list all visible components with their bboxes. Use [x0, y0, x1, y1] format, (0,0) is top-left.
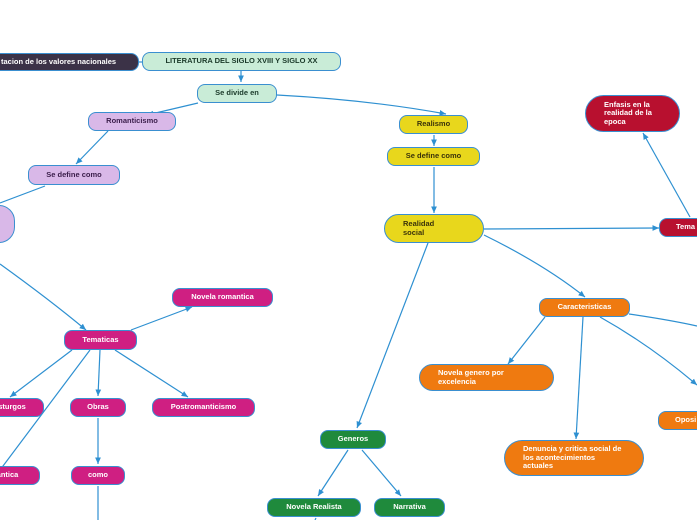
- romanticismo-define-node[interactable]: Se define como: [28, 165, 120, 185]
- costumbristas-node[interactable]: sturgos: [0, 398, 44, 417]
- generos-node[interactable]: Generos: [320, 430, 386, 449]
- edge-caract-denuncia: [573, 316, 584, 440]
- edge-caract-right: [628, 313, 697, 327]
- edge-caract-novela: [507, 316, 546, 365]
- caracteristicas-node[interactable]: Caracteristicas: [539, 298, 630, 317]
- edge-realidad-caracteristicas: [483, 234, 586, 298]
- edge-divide-realismo: [276, 94, 447, 116]
- obras-node[interactable]: Obras: [70, 398, 126, 417]
- edge-caract-oposicion: [599, 316, 697, 386]
- realismo-define-node[interactable]: Se define como: [387, 147, 480, 166]
- postromanticismo-node[interactable]: Postromanticismo: [152, 398, 255, 417]
- edge-tema-enfasis: [642, 132, 691, 218]
- realismo-node[interactable]: Realismo: [399, 115, 468, 134]
- edge-define-left: [0, 185, 46, 204]
- tematicas-node[interactable]: Tematicas: [64, 330, 137, 350]
- se-divide-en-node[interactable]: Se divide en: [197, 84, 277, 103]
- novela-romantica-node[interactable]: Novela romantica: [172, 288, 273, 307]
- oposicion-node[interactable]: Oposi: [658, 411, 697, 430]
- tema-node[interactable]: Tema: [659, 218, 697, 237]
- edge-realidad-generos: [356, 242, 429, 429]
- edge-generos-realista: [317, 449, 349, 497]
- title-node[interactable]: LITERATURA DEL SIGLO XVIII Y SIGLO XX: [142, 52, 341, 71]
- edge-tematicas-post: [114, 349, 189, 398]
- novela-realista-node[interactable]: Novela Realista: [267, 498, 361, 517]
- novela-genero-node[interactable]: Novela genero por excelencia: [419, 364, 554, 391]
- edge-left-tematicas: [0, 263, 87, 331]
- edge-tematicas-antica: [0, 349, 91, 471]
- edge-tematicas-novela: [130, 306, 193, 331]
- antica-node[interactable]: antica: [0, 466, 40, 485]
- romanticismo-node[interactable]: Romanticismo: [88, 112, 176, 131]
- edge-tematicas-obras: [95, 349, 102, 397]
- como-node[interactable]: como: [71, 466, 125, 485]
- edge-tematicas-costumbristas: [9, 349, 73, 398]
- edge-romanticismo-define: [75, 130, 109, 165]
- edge-generos-narrativa: [361, 449, 402, 497]
- denuncia-node[interactable]: Denuncia y critica social de los acontec…: [504, 440, 644, 476]
- realidad-social-node[interactable]: Realidad social: [384, 214, 484, 243]
- edge-realidad-tema: [483, 225, 660, 231]
- narrativa-node[interactable]: Narrativa: [374, 498, 445, 517]
- national-values-node[interactable]: tacion de los valores nacionales: [0, 53, 139, 71]
- enfasis-node[interactable]: Enfasis en la realidad de la epoca: [585, 95, 680, 132]
